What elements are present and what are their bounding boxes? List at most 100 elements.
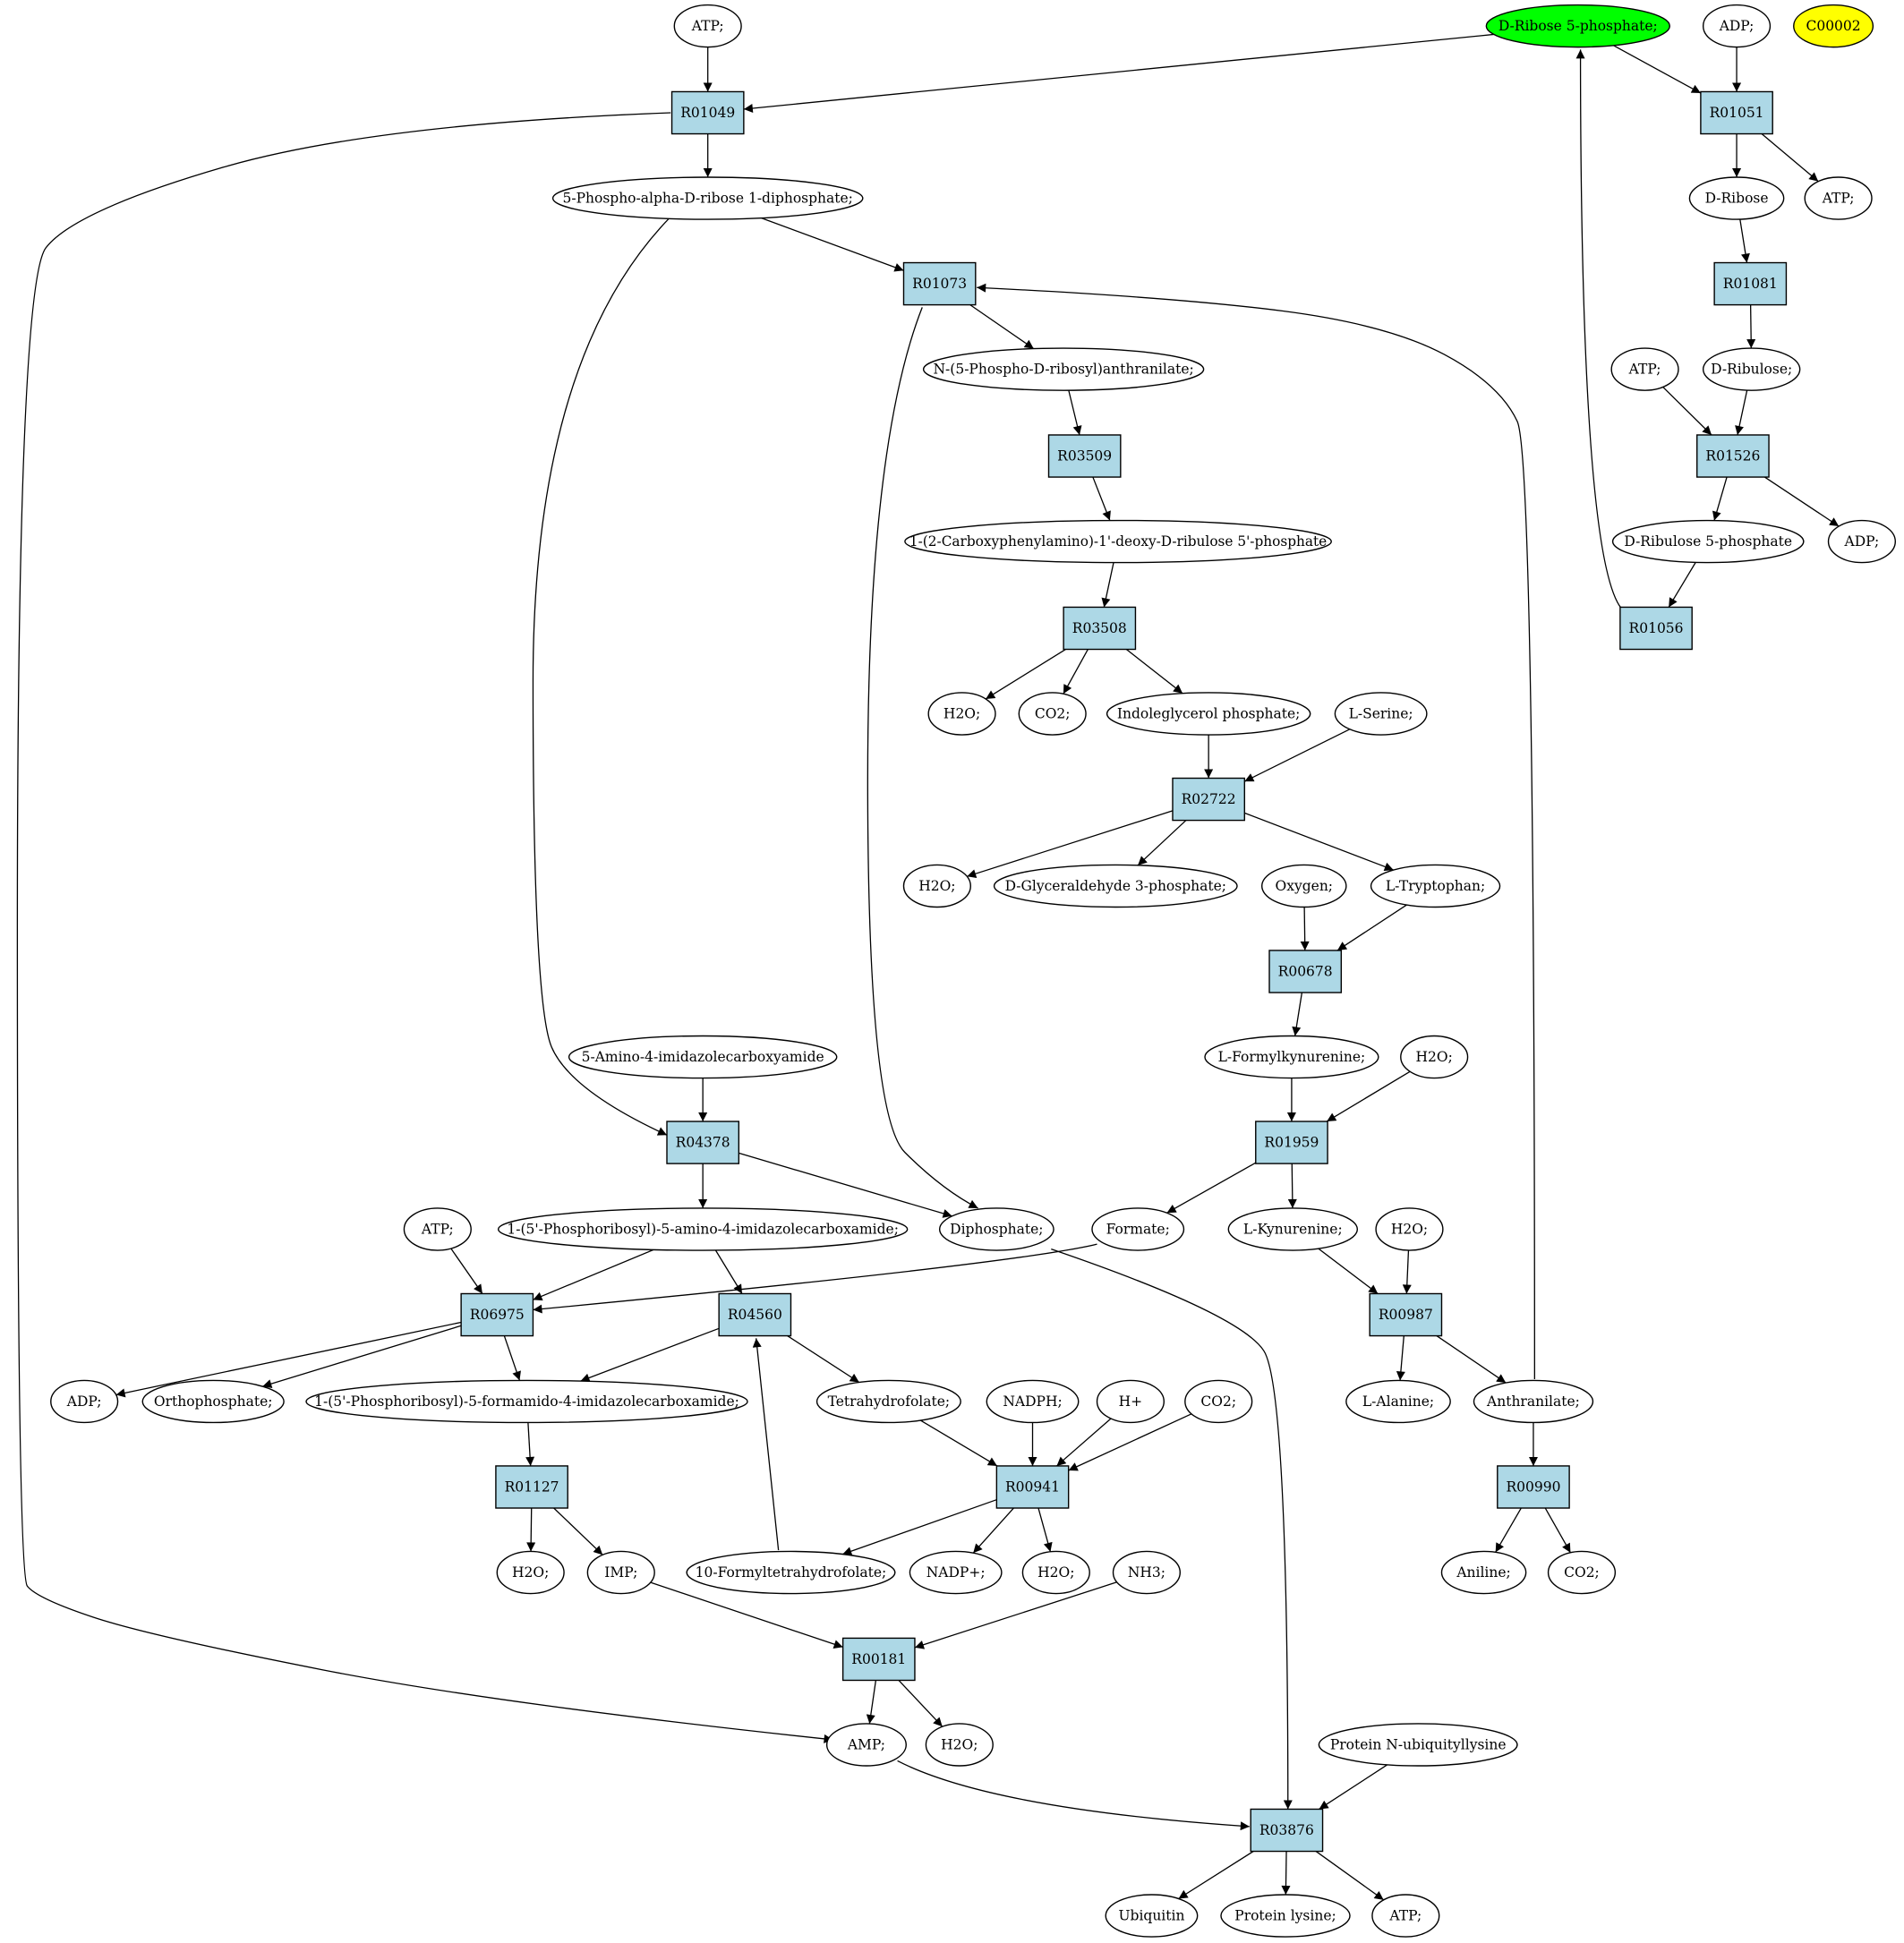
compound-node-atp5[interactable]: ATP; <box>1371 1894 1440 1938</box>
compound-node-igp[interactable]: Indoleglycerol phosphate; <box>1106 692 1311 736</box>
compound-node-h2o-7[interactable]: H2O; <box>925 1723 994 1767</box>
reaction-node-r01051[interactable]: R01051 <box>1700 90 1773 135</box>
compound-node-ala[interactable]: L-Alanine; <box>1345 1379 1451 1424</box>
edge-m-co2-2-to-r-R00941 <box>1068 1413 1192 1471</box>
compound-node-h2o-1[interactable]: H2O; <box>927 692 996 736</box>
compound-node-atp2[interactable]: ATP; <box>1804 176 1873 220</box>
compound-node-h2o-5[interactable]: H2O; <box>496 1550 565 1595</box>
compound-node-h2o-2[interactable]: H2O; <box>902 864 971 908</box>
edge-m-oxy-to-r-R00678 <box>1300 907 1310 950</box>
compound-ellipse <box>1610 347 1679 391</box>
compound-node-aicar[interactable]: 1-(5'-Phosphoribosyl)-5-amino-4-imidazol… <box>497 1207 909 1251</box>
reaction-box <box>460 1292 534 1337</box>
compound-node-ppi[interactable]: Diphosphate; <box>938 1207 1054 1251</box>
compound-node-oxy[interactable]: Oxygen; <box>1260 864 1347 908</box>
compound-node-co2-1[interactable]: CO2; <box>1018 692 1087 736</box>
reaction-node-r04560[interactable]: R04560 <box>718 1292 792 1337</box>
reaction-box <box>1619 606 1693 651</box>
compound-ellipse <box>1106 692 1311 736</box>
compound-node-h2o-6[interactable]: H2O; <box>1021 1550 1090 1595</box>
compound-node-trp[interactable]: L-Tryptophan; <box>1370 864 1501 908</box>
compound-node-nadp[interactable]: NADP+; <box>909 1550 1003 1595</box>
compound-node-fkyn[interactable]: L-Formylkynurenine; <box>1204 1035 1379 1079</box>
compound-node-dribulose[interactable]: D-Ribulose; <box>1702 347 1801 391</box>
reaction-node-r02722[interactable]: R02722 <box>1172 777 1246 822</box>
reaction-node-r00987[interactable]: R00987 <box>1369 1292 1443 1337</box>
compound-node-atp1[interactable]: ATP; <box>673 4 742 48</box>
compound-node-pnub[interactable]: Protein N-ubiquityllysine <box>1318 1723 1518 1767</box>
reaction-node-r04378[interactable]: R04378 <box>666 1121 740 1164</box>
compound-node-amp[interactable]: AMP; <box>825 1723 907 1767</box>
reaction-node-r03876[interactable]: R03876 <box>1250 1808 1324 1853</box>
node-label: ATP; <box>1628 362 1661 378</box>
compound-node-nh3[interactable]: NH3; <box>1112 1550 1181 1595</box>
nodes-layer: ATP; D-Ribose 5-phosphate; ADP; C00002R0104… <box>50 4 1897 1938</box>
compound-ellipse <box>1220 1894 1351 1938</box>
compound-node-pi[interactable]: Orthophosphate; <box>141 1379 285 1424</box>
compound-node-h2o-3[interactable]: H2O; <box>1400 1035 1469 1079</box>
compound-node-nadph[interactable]: NADPH; <box>986 1379 1080 1424</box>
compound-node-co2-3[interactable]: CO2; <box>1547 1550 1617 1595</box>
node-label: D-Ribose 5-phosphate; <box>1498 18 1658 34</box>
compound-ellipse <box>902 864 971 908</box>
compound-node-faicar[interactable]: 1-(5'-Phosphoribosyl)-5-formamido-4-imid… <box>305 1379 748 1424</box>
edge-m-imp-to-r-R00181 <box>650 1581 843 1649</box>
reaction-node-r01056[interactable]: R01056 <box>1619 606 1693 651</box>
compound-node-adp2[interactable]: ADP; <box>1827 519 1897 564</box>
reaction-node-r01073[interactable]: R01073 <box>902 261 977 306</box>
edge-m-ppi-to-r-R03876 <box>1051 1248 1293 1810</box>
compound-node-atp4[interactable]: ATP; <box>403 1207 472 1251</box>
reaction-node-r00990[interactable]: R00990 <box>1497 1465 1570 1509</box>
node-label: H+ <box>1119 1393 1143 1410</box>
compound-node-atp3[interactable]: ATP; <box>1610 347 1679 391</box>
compound-node-hplus[interactable]: H+ <box>1096 1379 1165 1424</box>
compound-node-ser[interactable]: L-Serine; <box>1334 692 1428 736</box>
compound-node-npra[interactable]: N-(5-Phospho-D-ribosyl)anthranilate; <box>922 347 1205 391</box>
node-label: Protein lysine; <box>1234 1908 1336 1924</box>
compound-node-co2-2[interactable]: CO2; <box>1184 1379 1253 1424</box>
compound-node-thf[interactable]: Tetrahydrofolate; <box>815 1379 961 1424</box>
compound-node-adp3[interactable]: ADP; <box>50 1379 119 1424</box>
edge-r-R01073-to-m-ppi <box>867 307 978 1209</box>
reaction-node-r00941[interactable]: R00941 <box>995 1465 1070 1509</box>
node-label: R02722 <box>1182 791 1236 807</box>
reaction-node-r01526[interactable]: R01526 <box>1696 434 1770 478</box>
reaction-node-r06975[interactable]: R06975 <box>460 1292 534 1337</box>
reaction-node-r01959[interactable]: R01959 <box>1255 1121 1328 1164</box>
compound-node-aniline[interactable]: Aniline; <box>1440 1550 1527 1595</box>
compound-node-h2o-4[interactable]: H2O; <box>1375 1207 1444 1251</box>
compound-node-dribose[interactable]: D-Ribose <box>1688 176 1785 220</box>
compound-node-prpp[interactable]: 5-Phospho-alpha-D-ribose 1-diphosphate; <box>551 176 864 220</box>
reaction-box <box>1255 1121 1328 1164</box>
compound-node-kyn[interactable]: L-Kynurenine; <box>1227 1207 1359 1251</box>
compound-node-aica[interactable]: 5-Amino-4-imidazolecarboxyamide <box>568 1035 838 1079</box>
compound-node-fthf[interactable]: 10-Formyltetrahydrofolate; <box>686 1550 896 1595</box>
reaction-box <box>1063 606 1137 651</box>
compound-node-anth[interactable]: Anthranilate; <box>1473 1379 1594 1424</box>
reaction-node-r00678[interactable]: R00678 <box>1268 950 1343 993</box>
compound-node-r5p[interactable]: D-Ribose 5-phosphate; <box>1485 4 1670 48</box>
reaction-node-r00181[interactable]: R00181 <box>841 1637 916 1682</box>
compound-ellipse <box>904 519 1332 564</box>
compound-node-c00002[interactable]: C00002 <box>1793 4 1874 48</box>
node-label: R01127 <box>505 1479 559 1495</box>
compound-node-imp[interactable]: IMP; <box>586 1550 655 1595</box>
compound-node-ub[interactable]: Ubiquitin <box>1105 1894 1199 1938</box>
edge-m-fthf-to-r-R04560 <box>752 1338 780 1551</box>
node-label: Protein N-ubiquityllysine <box>1330 1736 1507 1752</box>
compound-node-g3p[interactable]: D-Glyceraldehyde 3-phosphate; <box>993 864 1238 908</box>
reaction-node-r03509[interactable]: R03509 <box>1047 434 1122 478</box>
compound-node-ru5p[interactable]: D-Ribulose 5-phosphate <box>1611 519 1805 564</box>
reaction-node-r01127[interactable]: R01127 <box>495 1465 568 1509</box>
reaction-node-r01081[interactable]: R01081 <box>1713 261 1788 306</box>
compound-node-cdrp[interactable]: 1-(2-Carboxyphenylamino)-1'-deoxy-D-ribu… <box>904 519 1332 564</box>
reaction-node-r01049[interactable]: R01049 <box>670 90 745 135</box>
compound-node-formate[interactable]: Formate; <box>1091 1207 1185 1251</box>
reaction-node-r03508[interactable]: R03508 <box>1063 606 1137 651</box>
edge-r-R03509-to-m-cdrp <box>1092 476 1111 521</box>
edge-r-R00678-to-m-fkyn <box>1292 992 1303 1036</box>
edge-m-hplus-to-r-R00941 <box>1056 1418 1112 1467</box>
compound-node-adp-top[interactable]: ADP; <box>1702 4 1772 48</box>
compound-node-plys[interactable]: Protein lysine; <box>1220 1894 1351 1938</box>
